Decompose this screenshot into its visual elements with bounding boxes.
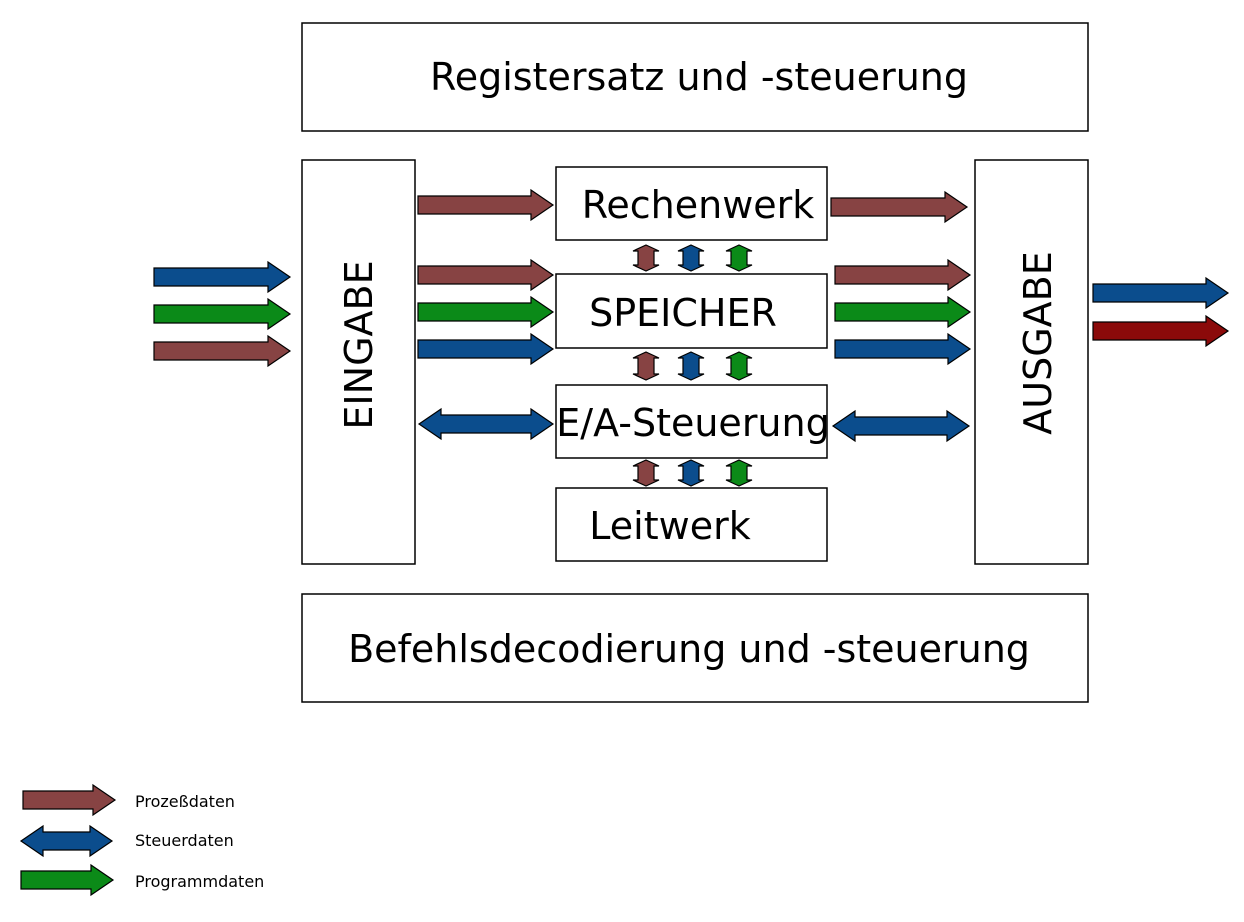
befehlsdecodierung-label: Befehlsdecodierung und -steuerung bbox=[348, 627, 1030, 671]
legend-programmdaten-arrow bbox=[20, 863, 115, 897]
ea-steuerung-block bbox=[555, 384, 828, 459]
rechenwerk-speicher-programm-arrow bbox=[725, 244, 753, 272]
legend-prozessdaten-label: Prozeßdaten bbox=[135, 792, 235, 811]
legend-programmdaten-label: Programmdaten bbox=[135, 872, 264, 891]
output-rot-arrow bbox=[1092, 314, 1230, 348]
ea-steuerung-label: E/A-Steuerung bbox=[556, 401, 829, 445]
input-programmdaten-arrow bbox=[153, 297, 292, 331]
eingabe-ea-steuerung-arrow bbox=[417, 407, 555, 441]
eingabe-speicher-steuer-arrow bbox=[417, 332, 555, 366]
speicher-ausgabe-prozess-arrow bbox=[834, 258, 972, 292]
ea-leitwerk-programm-arrow bbox=[725, 459, 753, 487]
leitwerk-block bbox=[555, 487, 828, 562]
befehlsdecodierung-block bbox=[301, 593, 1089, 703]
speicher-ausgabe-programm-arrow bbox=[834, 295, 972, 329]
speicher-label: SPEICHER bbox=[589, 291, 777, 335]
ausgabe-label: AUSGABE bbox=[1016, 251, 1060, 434]
speicher-ea-prozess-arrow bbox=[632, 351, 660, 381]
rechenwerk-speicher-prozess-arrow bbox=[632, 244, 660, 272]
rechenwerk-speicher-steuer-arrow bbox=[677, 244, 705, 272]
eingabe-label: EINGABE bbox=[337, 260, 381, 429]
ea-steuerung-ausgabe-arrow bbox=[831, 409, 971, 443]
rechenwerk-ausgabe-arrow bbox=[830, 190, 969, 224]
input-steuerdaten-arrow bbox=[153, 260, 292, 294]
ausgabe-block bbox=[974, 159, 1089, 565]
ea-leitwerk-prozess-arrow bbox=[632, 459, 660, 487]
registersatz-block bbox=[301, 22, 1089, 132]
rechenwerk-block bbox=[555, 166, 828, 241]
speicher-ea-programm-arrow bbox=[725, 351, 753, 381]
speicher-ea-steuer-arrow bbox=[677, 351, 705, 381]
speicher-ausgabe-steuer-arrow bbox=[834, 332, 972, 366]
output-steuerdaten-arrow bbox=[1092, 276, 1230, 310]
input-prozessdaten-arrow bbox=[153, 334, 292, 368]
speicher-block bbox=[555, 273, 828, 349]
legend-steuerdaten-arrow bbox=[19, 824, 114, 858]
registersatz-label: Registersatz und -steuerung bbox=[430, 55, 968, 99]
eingabe-block bbox=[301, 159, 416, 565]
ea-leitwerk-steuer-arrow bbox=[677, 459, 705, 487]
eingabe-rechenwerk-arrow bbox=[417, 188, 555, 222]
eingabe-speicher-prozess-arrow bbox=[417, 258, 555, 292]
eingabe-speicher-programm-arrow bbox=[417, 295, 555, 329]
legend-steuerdaten-label: Steuerdaten bbox=[135, 831, 234, 850]
leitwerk-label: Leitwerk bbox=[589, 504, 750, 548]
legend-prozessdaten-arrow bbox=[22, 783, 117, 817]
rechenwerk-label: Rechenwerk bbox=[582, 183, 815, 227]
